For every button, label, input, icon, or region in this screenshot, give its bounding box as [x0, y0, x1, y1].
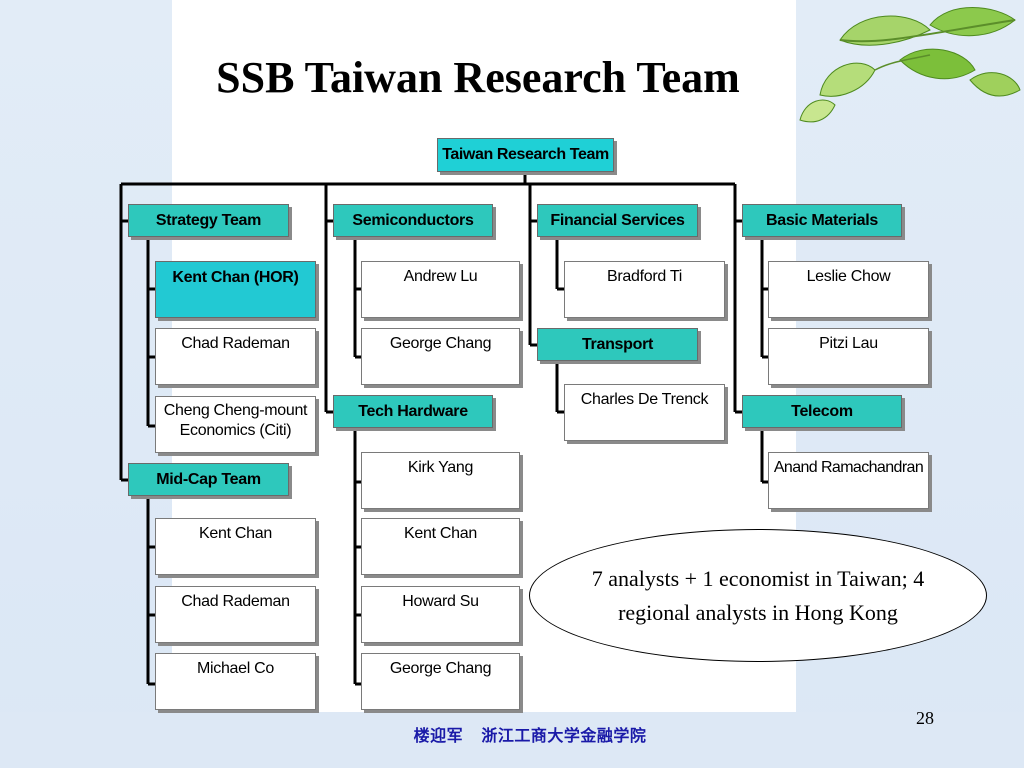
team-basic-materials: Basic Materials — [742, 204, 902, 237]
member-box: Kirk Yang — [361, 452, 520, 509]
member-box: Kent Chan (HOR) — [155, 261, 316, 318]
member-box: George Chang — [361, 328, 520, 385]
member-name: Leslie Chow — [806, 268, 891, 285]
page-number: 28 — [916, 708, 934, 728]
leaves-decoration-icon — [799, 7, 1021, 123]
team-mid-cap-label: Mid-Cap Team — [156, 470, 261, 488]
member-name: George Chang — [389, 660, 492, 677]
team-telecom: Telecom — [742, 395, 902, 428]
team-transport-label: Transport — [581, 335, 654, 353]
member-box: Pitzi Lau — [768, 328, 929, 385]
member-name-line-1: Cheng Cheng-mount — [163, 402, 308, 419]
slide-title: SSB Taiwan Research Team — [216, 53, 740, 102]
team-tech-hardware-label: Tech Hardware — [358, 402, 468, 420]
member-box: Howard Su — [361, 586, 520, 643]
member-name: Anand Ramachandran — [773, 459, 924, 476]
left-background-band — [0, 0, 172, 768]
member-name: Cheng Cheng-mount Economics (Citi) — [163, 401, 308, 441]
member-box: Charles De Trenck — [564, 384, 725, 441]
summary-callout: 7 analysts + 1 economist in Taiwan; 4 re… — [529, 529, 987, 662]
team-telecom-label: Telecom — [791, 402, 853, 420]
member-box: Kent Chan — [155, 518, 316, 575]
team-financial-services: Financial Services — [537, 204, 698, 237]
member-box: Chad Rademan — [155, 586, 316, 643]
member-name: Kirk Yang — [407, 459, 474, 476]
team-transport: Transport — [537, 328, 698, 361]
team-semiconductors-label: Semiconductors — [352, 211, 474, 229]
member-name: Andrew Lu — [403, 268, 478, 285]
member-name: Pitzi Lau — [819, 335, 878, 352]
member-name: Charles De Trenck — [580, 391, 709, 408]
team-tech-hardware: Tech Hardware — [333, 395, 493, 428]
team-basic-materials-label: Basic Materials — [765, 211, 878, 229]
bottom-background-band — [0, 712, 1024, 768]
member-name: Michael Co — [196, 660, 275, 677]
member-name-line-2: Economics (Citi) — [179, 422, 292, 439]
member-box: Cheng Cheng-mount Economics (Citi) — [155, 396, 316, 453]
member-box: Anand Ramachandran — [768, 452, 929, 509]
member-name: Kent Chan (HOR) — [172, 269, 299, 286]
member-name: Kent Chan — [404, 525, 477, 542]
member-name: Howard Su — [402, 593, 479, 610]
member-box: Leslie Chow — [768, 261, 929, 318]
summary-callout-text: 7 analysts + 1 economist in Taiwan; 4 re… — [591, 565, 925, 625]
member-box: Kent Chan — [361, 518, 520, 575]
member-box: Michael Co — [155, 653, 316, 710]
member-box: Bradford Ti — [564, 261, 725, 318]
team-semiconductors: Semiconductors — [333, 204, 493, 237]
member-name: Bradford Ti — [607, 268, 682, 285]
member-name: Chad Rademan — [181, 593, 290, 610]
member-box: Andrew Lu — [361, 261, 520, 318]
team-mid-cap: Mid-Cap Team — [128, 463, 289, 496]
root-label: Taiwan Research Team — [442, 146, 609, 163]
root-node: Taiwan Research Team — [437, 138, 614, 172]
team-strategy-label: Strategy Team — [155, 211, 262, 229]
team-strategy: Strategy Team — [128, 204, 289, 237]
footer-text: 楼迎军 浙江工商大学金融学院 — [413, 726, 647, 745]
member-box: George Chang — [361, 653, 520, 710]
member-name: Chad Rademan — [181, 335, 290, 352]
member-box: Chad Rademan — [155, 328, 316, 385]
team-financial-label: Financial Services — [550, 211, 685, 229]
member-name: George Chang — [389, 335, 492, 352]
member-name: Kent Chan — [199, 525, 272, 542]
